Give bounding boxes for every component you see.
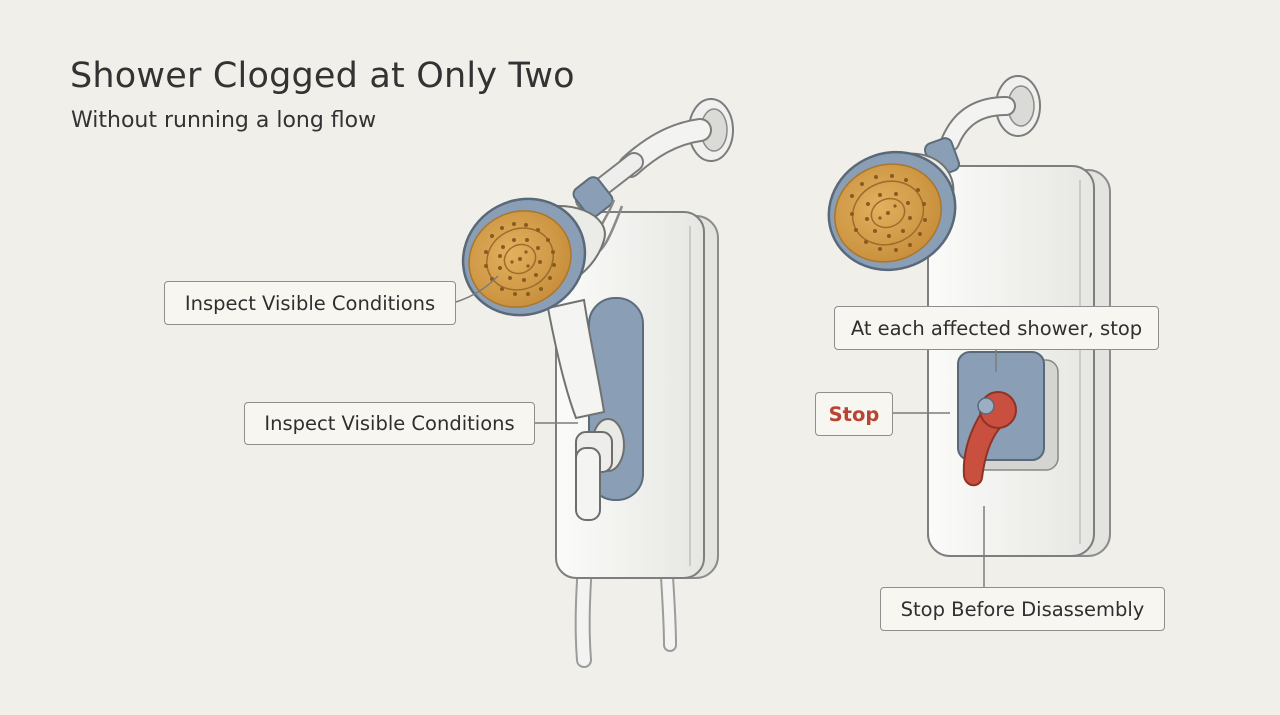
handheld-handle bbox=[546, 298, 606, 420]
left-connectors bbox=[455, 275, 578, 424]
callout-stop: Stop bbox=[815, 392, 893, 436]
handheld-holder bbox=[575, 297, 644, 521]
page-title: Shower Clogged at Only Two bbox=[70, 56, 575, 96]
page-subtitle: Without running a long flow bbox=[71, 108, 377, 133]
valve-lever bbox=[957, 351, 1059, 487]
callout-inspect-handheld: Inspect Visible Conditions bbox=[244, 402, 535, 445]
right-shower-arm bbox=[924, 75, 1041, 177]
callout-inspect-head: Inspect Visible Conditions bbox=[164, 281, 456, 325]
callout-stop-before-disassembly: Stop Before Disassembly bbox=[880, 587, 1165, 631]
left-shower-unit bbox=[455, 98, 734, 668]
right-connectors bbox=[893, 350, 997, 587]
right-shower-head bbox=[827, 150, 957, 272]
right-shower-unit bbox=[827, 75, 1111, 587]
callout-at-each-shower: At each affected shower, stop bbox=[834, 306, 1159, 350]
left-shower-head bbox=[461, 197, 606, 317]
